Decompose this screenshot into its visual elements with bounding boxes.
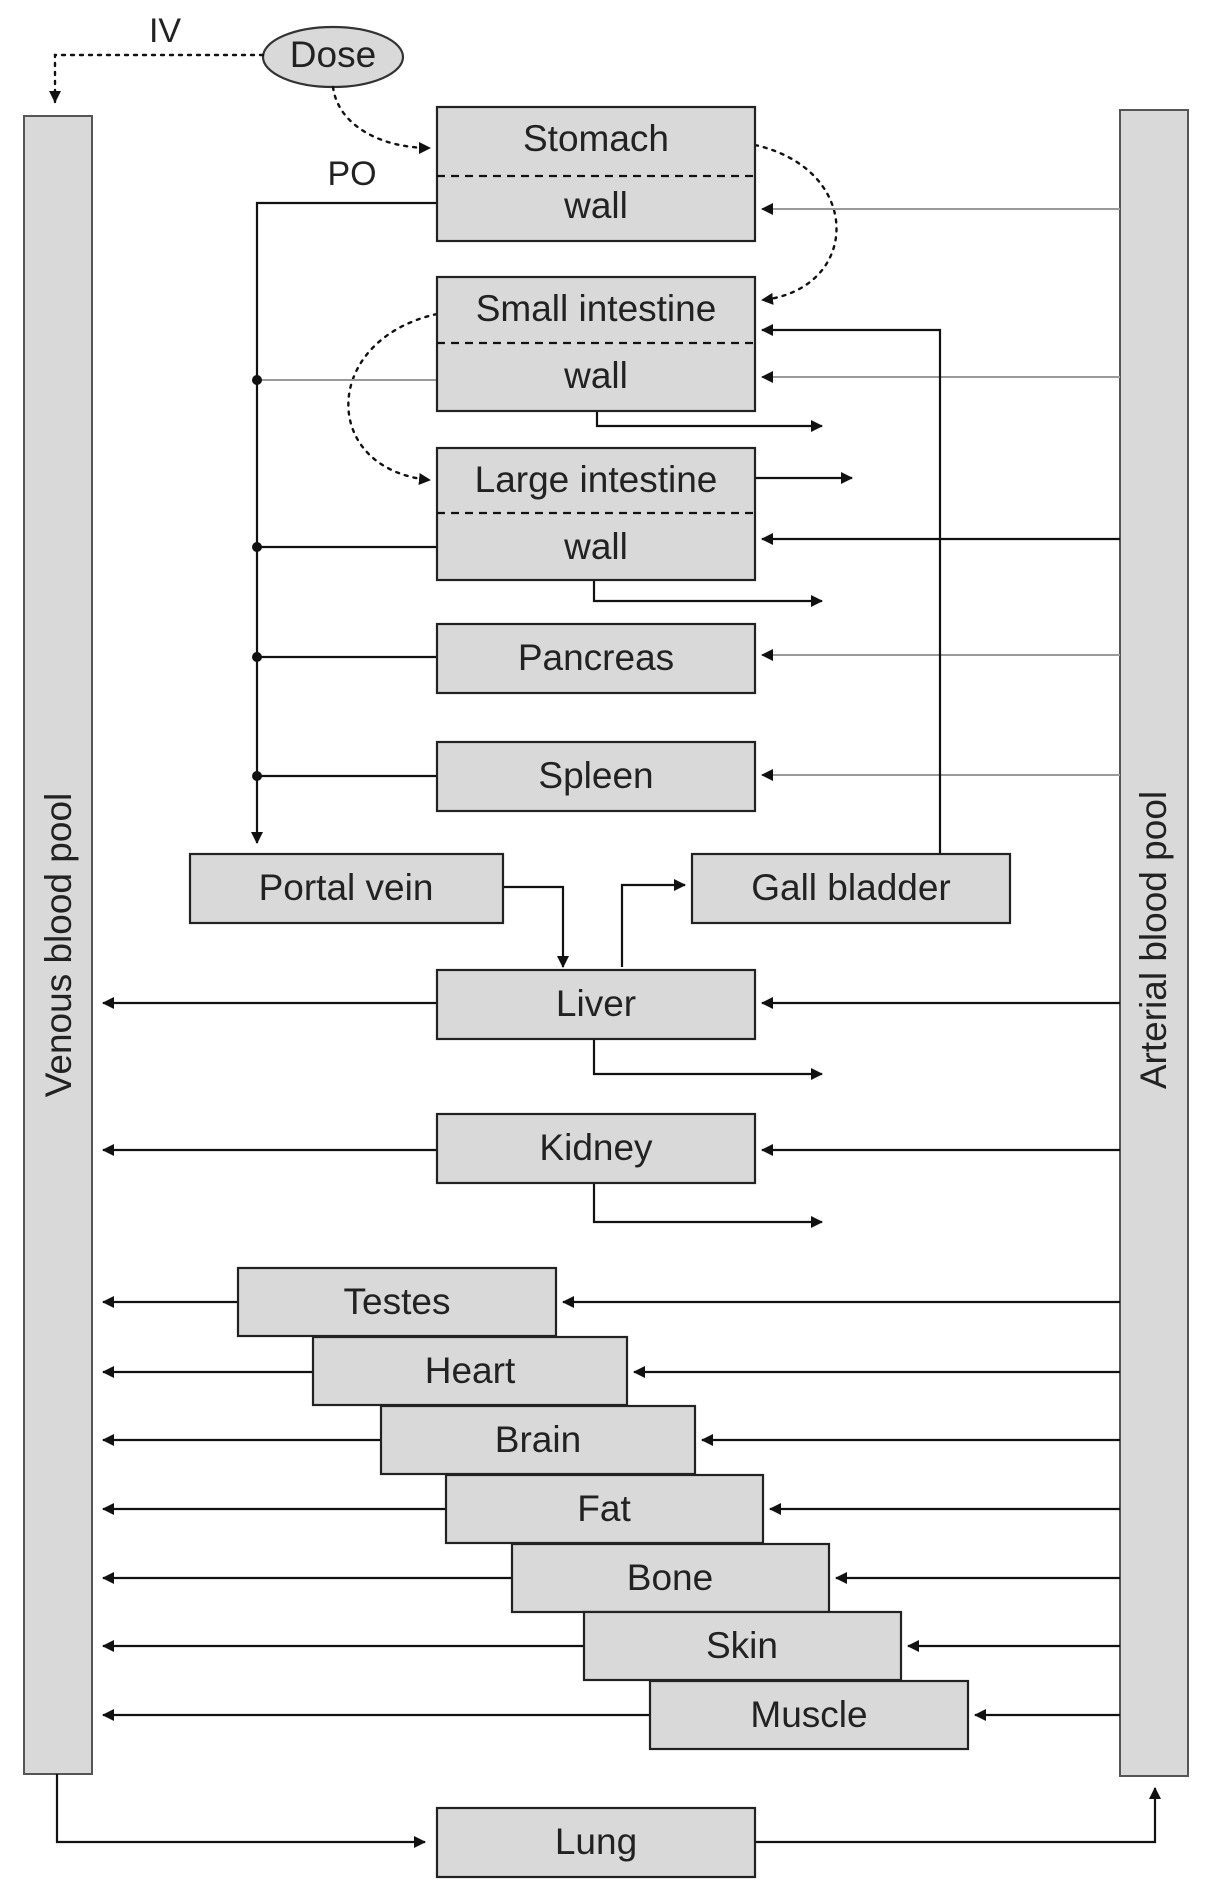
liver-excretion-arrow [592,1039,823,1080]
fat-label: Fat [577,1488,631,1529]
iv-dose-arrow [49,53,265,104]
venous-blood-pool-label: Venous blood pool [38,793,79,1098]
spleen-label: Spleen [538,755,653,796]
portal-vein-label: Portal vein [259,867,434,908]
bone-label: Bone [627,1557,713,1598]
lung-box: Lung [435,1806,757,1879]
lung-to-arterial-line [755,1787,1161,1844]
po-dose-arrow [331,85,432,154]
pancreas-label: Pancreas [518,637,674,678]
liver-to-gall-bladder-arrow [620,879,686,967]
skin-box: Skin [582,1610,903,1682]
portal-vein-to-liver-arrow [503,885,569,968]
heart-box: Heart [311,1335,629,1407]
bone-box: Bone [510,1542,831,1614]
gall-bladder-box: Gall bladder [690,852,1012,925]
testes-label: Testes [344,1281,451,1322]
stomach-label: Stomach [523,118,669,159]
large-intestine-label: Large intestine [475,459,718,500]
brain-label: Brain [495,1419,581,1460]
arterial-blood-pool: Arterial blood pool [1119,109,1189,1777]
dose-node: Dose [261,25,405,89]
muscle-box: Muscle [648,1679,970,1751]
kidney-label: Kidney [539,1127,653,1168]
lung-label: Lung [555,1821,637,1862]
testes-box: Testes [236,1266,558,1338]
kidney-box: Kidney [435,1112,757,1185]
stomach-box: Stomach wall [435,105,757,243]
dose-label: Dose [290,34,376,75]
muscle-label: Muscle [750,1694,867,1735]
portal-vein-box: Portal vein [188,852,505,925]
large-intestine-wall-label: wall [563,526,628,567]
kidney-excretion-arrow [592,1183,823,1228]
liver-box: Liver [435,968,757,1041]
stomach-wall-label: wall [563,185,628,226]
small-to-large-intestine-arrow [347,312,439,485]
small-intestine-wall-label: wall [563,355,628,396]
fat-box: Fat [444,1473,765,1545]
large-intestine-wall-excretion-arrow [592,580,823,607]
venous-blood-pool: Venous blood pool [23,115,93,1775]
venous-to-lung-line [55,1774,426,1848]
iv-route-label: IV [149,12,181,50]
small-intestine-label: Small intestine [476,288,717,329]
portal-collector-line [251,201,437,844]
pancreas-box: Pancreas [435,622,757,695]
stomach-to-small-intestine-arrow [753,143,838,305]
gall-bladder-label: Gall bladder [751,867,951,908]
heart-label: Heart [425,1350,516,1391]
gall-bladder-to-small-intestine-line [761,324,942,854]
arterial-blood-pool-label: Arterial blood pool [1133,791,1174,1089]
liver-label: Liver [556,983,636,1024]
po-route-label: PO [327,155,376,193]
skin-label: Skin [706,1625,778,1666]
small-intestine-excretion-arrow [595,409,823,432]
spleen-box: Spleen [435,740,757,813]
brain-box: Brain [379,1404,697,1476]
large-intestine-box: Large intestine wall [435,446,757,582]
small-intestine-box: Small intestine wall [435,275,757,413]
